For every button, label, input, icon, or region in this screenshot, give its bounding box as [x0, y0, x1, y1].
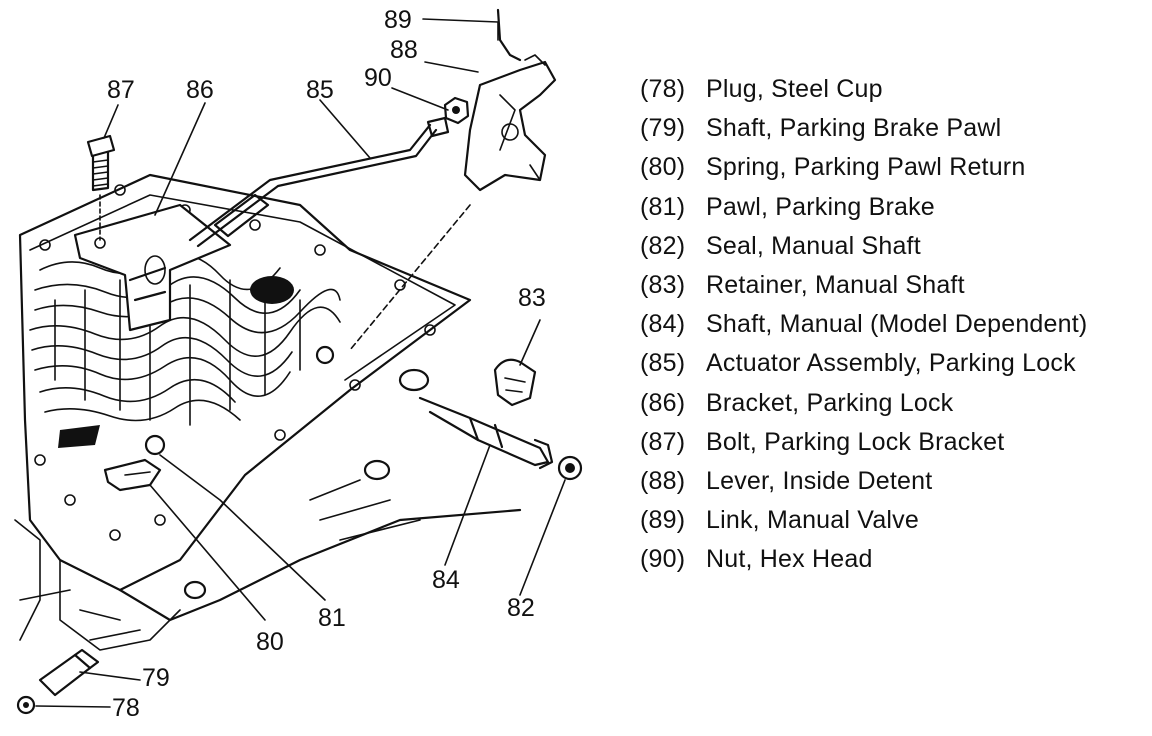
legend-item: (84) Shaft, Manual (Model Dependent) — [640, 305, 1087, 344]
legend-item: (86) Bracket, Parking Lock — [640, 384, 1087, 423]
callout-86: 86 — [186, 76, 214, 104]
legend-number: (85) — [640, 349, 686, 378]
legend-item: (78) Plug, Steel Cup — [640, 70, 1087, 109]
legend-label: Actuator Assembly, Parking Lock — [706, 349, 1076, 378]
legend-number: (86) — [640, 388, 686, 417]
legend-item: (89) Link, Manual Valve — [640, 501, 1087, 540]
callout-84: 84 — [432, 566, 460, 594]
parking-lock-bracket-bolt — [86, 134, 116, 241]
legend-label: Lever, Inside Detent — [706, 466, 933, 495]
legend-number: (83) — [640, 270, 686, 299]
parking-pawl-and-spring — [103, 458, 162, 492]
legend-number: (78) — [640, 75, 686, 103]
legend-item: (82) Seal, Manual Shaft — [640, 227, 1087, 266]
legend-label: Plug, Steel Cup — [706, 75, 883, 103]
legend-label: Shaft, Parking Brake Pawl — [706, 114, 1002, 143]
hex-head-nut — [443, 96, 470, 125]
callout-85: 85 — [306, 76, 334, 104]
legend-label: Seal, Manual Shaft — [706, 231, 921, 260]
legend-item: (80) Spring, Parking Pawl Return — [640, 148, 1087, 187]
legend-number: (84) — [640, 310, 686, 339]
callout-78: 78 — [112, 694, 140, 722]
legend-number: (79) — [640, 114, 686, 143]
legend-label: Spring, Parking Pawl Return — [706, 153, 1026, 182]
callout-79: 79 — [142, 664, 170, 692]
legend-number: (80) — [640, 153, 686, 182]
callout-90: 90 — [364, 64, 392, 92]
legend-item: (88) Lever, Inside Detent — [640, 462, 1087, 501]
valve-body-illustration — [14, 173, 522, 651]
legend-label: Link, Manual Valve — [706, 506, 919, 535]
leader-lines — [35, 18, 566, 708]
legend-label: Shaft, Manual (Model Dependent) — [706, 310, 1088, 339]
callout-83: 83 — [518, 284, 546, 312]
legend-item: (83) Retainer, Manual Shaft — [640, 266, 1087, 305]
callout-89: 89 — [384, 6, 412, 34]
legend-number: (82) — [640, 231, 686, 260]
legend-item: (87) Bolt, Parking Lock Bracket — [640, 423, 1087, 462]
manual-shaft — [418, 396, 554, 470]
legend-number: (90) — [640, 545, 686, 574]
manual-shaft-retainer — [493, 358, 537, 407]
manual-valve-link — [496, 8, 522, 62]
legend-label: Bracket, Parking Lock — [706, 388, 954, 417]
callout-82: 82 — [507, 594, 535, 622]
parking-lock-actuator — [188, 116, 450, 248]
legend-label: Bolt, Parking Lock Bracket — [706, 427, 1005, 456]
legend-number: (81) — [640, 192, 686, 221]
legend-number: (88) — [640, 466, 686, 495]
legend-label: Pawl, Parking Brake — [706, 192, 935, 221]
parking-lock-bracket — [73, 203, 232, 332]
inside-detent-lever — [463, 54, 557, 192]
legend-item: (79) Shaft, Parking Brake Pawl — [640, 109, 1087, 148]
exploded-view-drawing: 89 88 90 85 86 87 83 84 82 81 80 79 78 — [14, 6, 583, 722]
parts-legend: (78) Plug, Steel Cup (79) Shaft, Parking B… — [640, 70, 1087, 579]
legend-label: Retainer, Manual Shaft — [706, 270, 965, 299]
callout-80: 80 — [256, 628, 284, 656]
manual-shaft-seal — [557, 455, 583, 481]
legend-item: (90) Nut, Hex Head — [640, 540, 1087, 579]
legend-number: (87) — [640, 427, 686, 456]
callout-81: 81 — [318, 604, 346, 632]
callout-87: 87 — [107, 76, 135, 104]
legend-label: Nut, Hex Head — [706, 545, 873, 574]
callout-88: 88 — [390, 36, 418, 64]
legend-number: (89) — [640, 506, 686, 535]
legend-item: (85) Actuator Assembly, Parking Lock — [640, 344, 1087, 383]
legend-item: (81) Pawl, Parking Brake — [640, 188, 1087, 227]
pawl-shaft-and-plug — [16, 648, 100, 715]
